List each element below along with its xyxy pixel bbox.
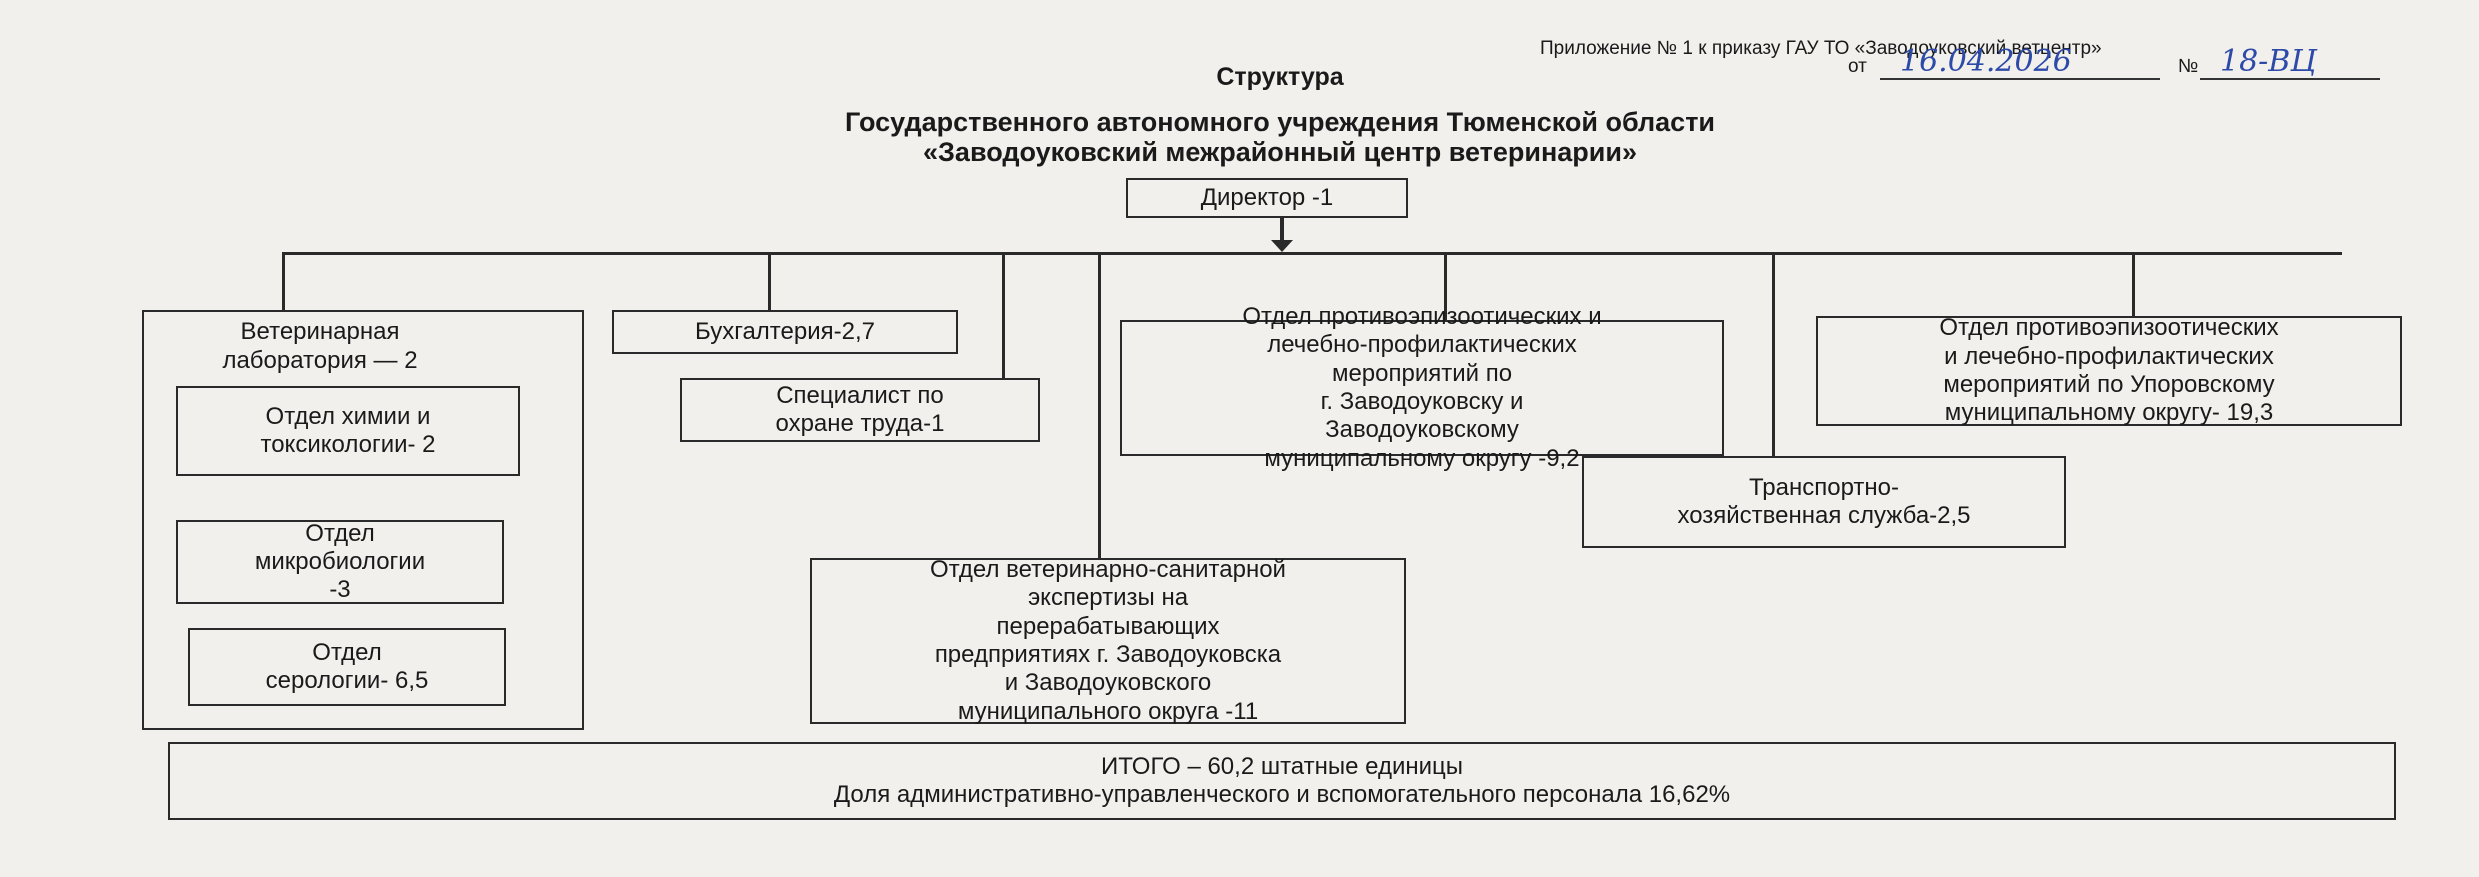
order-date-underline (1880, 78, 2160, 80)
admin-staff-share: Доля административно-управленческого и в… (833, 781, 1731, 808)
drop-vet-lab (282, 252, 285, 310)
dept-microbiology-label: Отдел микробиологии -3 (254, 519, 426, 604)
order-date-handwritten: 16.04.2026 (1900, 44, 2072, 79)
safety-specialist-box: Специалист по охране труда-1 (680, 378, 1040, 442)
doc-title: Структура (1216, 63, 1344, 91)
order-number-handwritten: 18-ВЦ (2220, 44, 2317, 79)
accounting-box: Бухгалтерия-2,7 (612, 310, 958, 354)
total-staff-units: ИТОГО – 60,2 штатные единицы (1100, 752, 1464, 780)
dept-serology-box: Отдел серологии- 6,5 (188, 628, 506, 706)
epizootic-zavodoukovsk-box: Отдел противоэпизоотических и лечебно-пр… (1120, 303, 1724, 472)
vet-lab-title: Ветеринарная лаборатория — 2 (222, 318, 418, 374)
epizootic-uporovo-box: Отдел противоэпизоотических и лечебно-пр… (1816, 314, 2402, 427)
transport-service-label: Транспортно- хозяйственная служба-2,5 (1677, 473, 1971, 529)
order-from-label: от (1848, 56, 1867, 77)
drop-vse (1098, 252, 1101, 558)
safety-specialist-label: Специалист по охране труда-1 (775, 381, 945, 437)
total-box: ИТОГО – 60,2 штатные единицы Доля админи… (168, 742, 2396, 820)
dept-chemistry-label: Отдел химии и токсикологии- 2 (260, 402, 436, 458)
dept-chemistry-box: Отдел химии и токсикологии- 2 (176, 386, 520, 476)
drop-epizo-upor (2132, 252, 2135, 316)
order-number-underline (2200, 78, 2380, 80)
drop-safety (1002, 252, 1005, 378)
drop-transport (1772, 252, 1775, 456)
director-box: Директор -1 (1126, 178, 1408, 218)
dept-serology-label: Отдел серологии- 6,5 (265, 638, 429, 694)
epizootic-zavodoukovsk-label: Отдел противоэпизоотических и лечебно-пр… (1242, 303, 1602, 472)
drop-accounting (768, 252, 771, 310)
doc-subtitle-line1: Государственного автономного учреждения … (844, 107, 1716, 137)
accounting-label: Бухгалтерия-2,7 (695, 317, 875, 345)
order-number-label: № (2178, 56, 2199, 77)
vse-dept-box: Отдел ветеринарно-санитарной экспертизы … (810, 556, 1406, 725)
doc-subtitle-line2: «Заводоуковский межрайонный центр ветери… (923, 137, 1637, 167)
dept-microbiology-box: Отдел микробиологии -3 (176, 520, 504, 604)
transport-service-box: Транспортно- хозяйственная служба-2,5 (1582, 456, 2066, 548)
vse-dept-label: Отдел ветеринарно-санитарной экспертизы … (930, 556, 1286, 725)
main-bus-line (282, 252, 2342, 255)
vet-lab-container (142, 310, 584, 730)
drop-epizo-zav (1444, 252, 1447, 320)
director-arrow-shaft (1280, 218, 1284, 244)
director-label: Директор -1 (1200, 183, 1334, 211)
appendix-note: Приложение № 1 к приказу ГАУ ТО «Заводоу… (1540, 38, 2102, 59)
epizootic-uporovo-label: Отдел противоэпизоотических и лечебно-пр… (1939, 314, 2279, 427)
director-arrow-head (1271, 240, 1293, 252)
